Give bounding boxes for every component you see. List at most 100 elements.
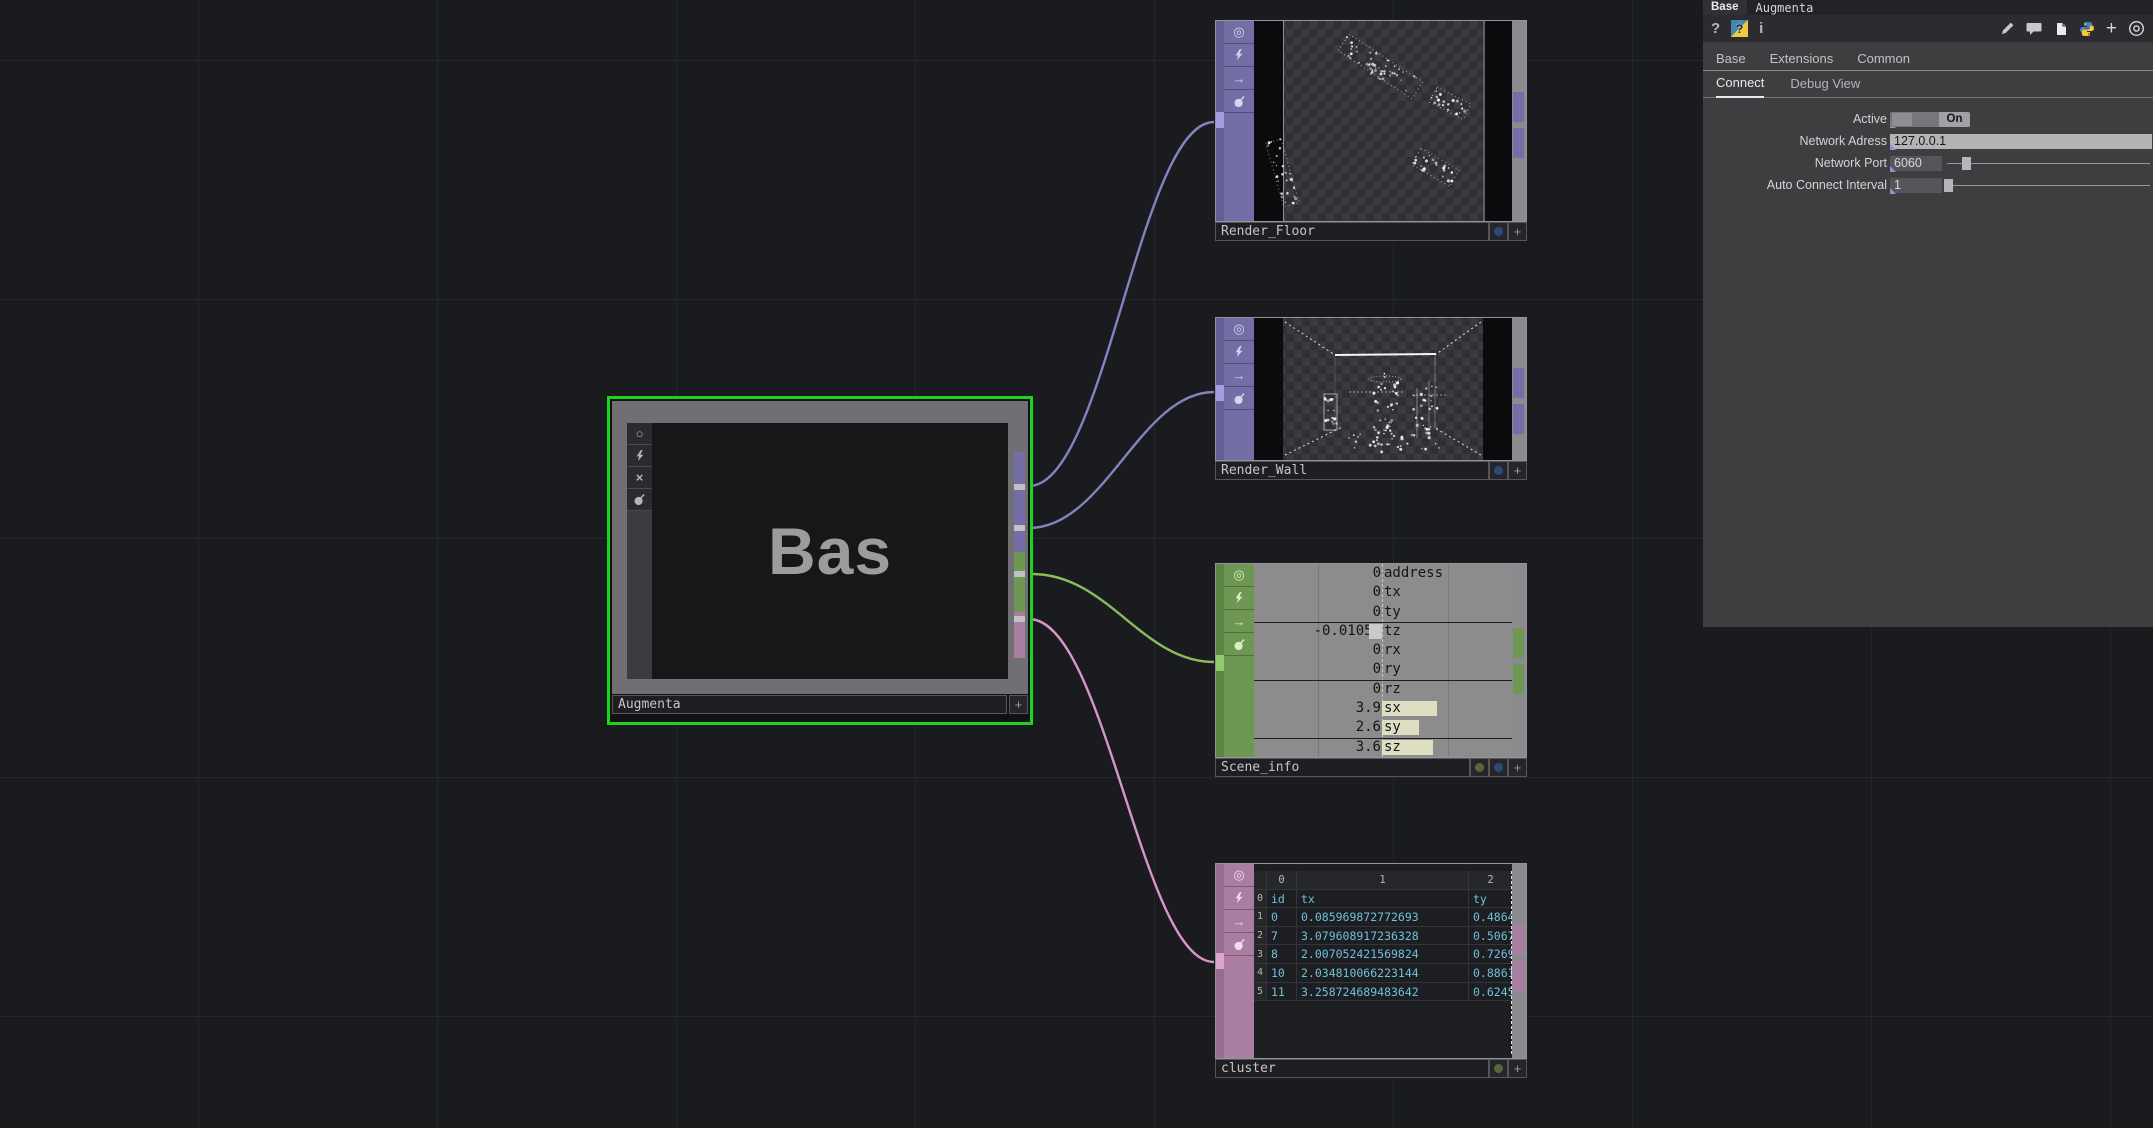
output-connector-1[interactable] [1513, 628, 1524, 658]
node-name-bar[interactable]: cluster + [1215, 1059, 1527, 1078]
info-icon[interactable]: i [1759, 20, 1764, 37]
target-icon[interactable] [2128, 20, 2145, 37]
param-label[interactable]: Network Adress [1799, 134, 1887, 148]
export-flag-icon[interactable]: → [1224, 67, 1254, 90]
lock-flag-icon[interactable] [1224, 633, 1254, 656]
viewer-flag-icon[interactable]: ◎ [1224, 21, 1254, 44]
wire-dat-cluster[interactable] [1028, 617, 1215, 964]
node-name[interactable]: Augmenta [612, 695, 1007, 714]
subtab-debug-view[interactable]: Debug View [1790, 76, 1861, 91]
node-name[interactable]: Scene_info [1215, 758, 1470, 777]
network-address-field[interactable]: 127.0.0.1 [1890, 133, 2152, 149]
output-connector-2[interactable] [1513, 404, 1524, 434]
viewer-flag-icon[interactable]: ◎ [1224, 864, 1254, 887]
viewer-flag-icon[interactable]: ○ [627, 423, 652, 445]
param-label[interactable]: Auto Connect Interval [1766, 178, 1887, 192]
lock-flag-icon[interactable] [1224, 90, 1254, 113]
active-toggle[interactable]: On [1890, 111, 1970, 127]
output-connector-2[interactable] [1513, 664, 1524, 694]
node-name-bar[interactable]: Render_Floor + [1215, 222, 1527, 241]
viewer-active-button[interactable] [1470, 758, 1489, 777]
node-viewer[interactable]: Bas [652, 423, 1008, 679]
output-connector-2[interactable] [1513, 128, 1524, 158]
operator-name[interactable]: Augmenta [1755, 0, 1814, 15]
cook-flag-icon[interactable] [627, 445, 652, 467]
parameter-panel[interactable]: Base Augmenta ? ? i [1703, 0, 2153, 627]
input-connector[interactable] [1216, 953, 1224, 969]
output-connector-dat[interactable] [1014, 612, 1025, 658]
wire-chop-scene-info[interactable] [1031, 572, 1215, 664]
subtab-connect[interactable]: Connect [1716, 75, 1765, 98]
cook-flag-icon[interactable] [1224, 887, 1254, 910]
node-name[interactable]: cluster [1215, 1059, 1489, 1078]
add-parameters-button[interactable]: + [1508, 1059, 1527, 1078]
node-name[interactable]: Render_Wall [1215, 461, 1489, 480]
param-label[interactable]: Active [1852, 112, 1887, 126]
lock-flag-icon[interactable] [627, 489, 652, 511]
param-label[interactable]: Network Port [1814, 156, 1887, 170]
add-icon[interactable]: + [2105, 17, 2117, 39]
output-connector-2[interactable] [1513, 961, 1524, 991]
auto-connect-interval-slider[interactable] [1942, 178, 2153, 193]
node-render-floor[interactable]: ◎ → [1215, 20, 1527, 241]
node-cluster[interactable]: ◎ → 0120idtxty100.0859698727726930.48648… [1215, 863, 1527, 1078]
dat-table-viewer[interactable]: 0120idtxty100.0859698727726930.486488848… [1254, 864, 1512, 1058]
output-connector-chop[interactable] [1014, 552, 1025, 612]
wire-top-render-floor[interactable] [1028, 120, 1215, 488]
output-connector-1[interactable] [1513, 925, 1524, 955]
viewer-flag-icon[interactable]: ◎ [1224, 318, 1254, 341]
lock-flag-icon[interactable] [1224, 387, 1254, 410]
lock-flag-icon[interactable] [1224, 933, 1254, 956]
add-parameters-button[interactable]: + [1508, 222, 1527, 241]
output-connectors[interactable] [1014, 452, 1025, 658]
tab-base[interactable]: Base [1716, 51, 1746, 66]
auto-connect-interval-field[interactable]: 1 [1890, 177, 1942, 193]
viewer-toggle-button[interactable] [1489, 758, 1508, 777]
viewer-flag-icon[interactable]: ◎ [1224, 564, 1254, 587]
viewer-active-button[interactable] [1489, 1059, 1508, 1078]
output-connector-1[interactable] [1513, 92, 1524, 122]
cook-flag-icon[interactable] [1224, 44, 1254, 67]
top-viewer-render-wall[interactable] [1254, 318, 1512, 460]
network-port-slider[interactable] [1942, 156, 2153, 171]
tab-common[interactable]: Common [1857, 51, 1910, 66]
python-icon[interactable] [2079, 21, 2095, 37]
export-flag-icon[interactable]: → [1224, 364, 1254, 387]
export-flag-icon[interactable]: → [1224, 610, 1254, 633]
cook-flag-icon[interactable] [1224, 587, 1254, 610]
input-connector[interactable] [1216, 655, 1224, 671]
node-name-bar[interactable]: Scene_info + [1215, 758, 1527, 777]
viewer-toggle-button[interactable] [1489, 222, 1508, 241]
export-flag-icon[interactable]: → [1224, 910, 1254, 933]
cook-flag-icon[interactable] [1224, 341, 1254, 364]
add-parameters-button[interactable]: + [1508, 758, 1527, 777]
add-parameters-button[interactable]: + [1508, 461, 1527, 480]
copy-parameters-icon[interactable] [2053, 21, 2068, 37]
bypass-flag-icon[interactable]: × [627, 467, 652, 489]
comment-icon[interactable] [2026, 22, 2042, 36]
network-port-field[interactable]: 6060 [1890, 155, 1942, 171]
node-name[interactable]: Render_Floor [1215, 222, 1489, 241]
top-viewer-render-floor[interactable] [1254, 21, 1512, 221]
node-render-wall[interactable]: ◎ → [1215, 317, 1527, 480]
tab-extensions[interactable]: Extensions [1769, 51, 1834, 66]
input-connector[interactable] [1216, 385, 1224, 401]
output-connector-1[interactable] [1513, 368, 1524, 398]
add-parameters-button[interactable]: + [1009, 695, 1028, 714]
help-icon[interactable]: ? [1711, 20, 1721, 37]
node-augmenta-selected[interactable]: ○ × Bas Augmen [607, 396, 1033, 725]
node-name-bar[interactable]: Render_Wall + [1215, 461, 1527, 480]
input-connector[interactable] [1216, 112, 1224, 128]
pencil-icon[interactable] [2000, 21, 2015, 36]
toggle-state[interactable]: On [1939, 111, 1970, 127]
